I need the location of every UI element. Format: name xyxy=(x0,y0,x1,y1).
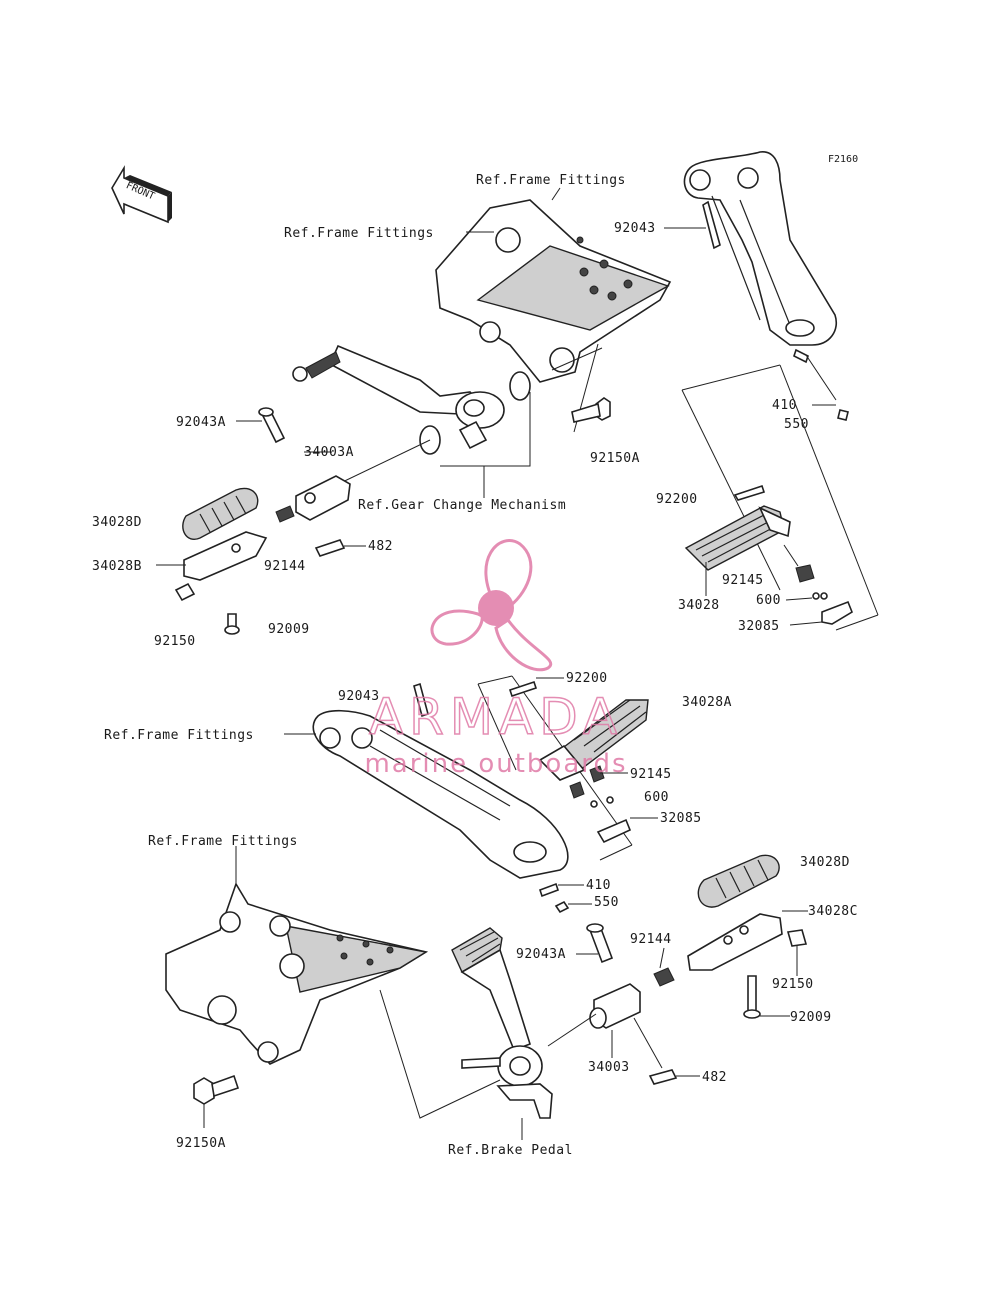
label-ref-frame-mid: Ref.Frame Fittings xyxy=(104,728,254,743)
label-92150-right: 92150 xyxy=(772,977,814,992)
label-34003: 34003 xyxy=(588,1060,630,1075)
right-footpeg-bracket xyxy=(683,151,837,346)
bolt-92150A-bottom xyxy=(193,1074,240,1105)
label-34028C: 34028C xyxy=(808,904,858,919)
label-34003A: 34003A xyxy=(304,445,354,460)
label-482-right: 482 xyxy=(702,1070,727,1085)
bolt-92009-left xyxy=(224,613,240,635)
label-92043-top: 92043 xyxy=(614,221,656,236)
bolt-92150A-top xyxy=(571,397,611,423)
shift-lever xyxy=(292,344,531,455)
bolt-92009-right xyxy=(743,975,761,1019)
label-92009-left: 92009 xyxy=(268,622,310,637)
label-92144-left: 92144 xyxy=(264,559,306,574)
label-34028D-left: 34028D xyxy=(92,515,142,530)
left-footpeg-bracket xyxy=(312,709,569,879)
label-92043-mid: 92043 xyxy=(338,689,380,704)
label-410-mid: 410 xyxy=(586,878,611,893)
watermark-brand: ARMADA xyxy=(369,688,623,746)
label-ref-frame-top: Ref.Frame Fittings xyxy=(476,173,626,188)
label-92145-top: 92145 xyxy=(722,573,764,588)
watermark-tagline: marine outboards xyxy=(364,749,627,779)
label-34028A: 34028A xyxy=(682,695,732,710)
front-arrow-icon: FRONT xyxy=(111,165,172,224)
label-600-mid: 600 xyxy=(644,790,669,805)
brake-pedal xyxy=(451,927,553,1119)
lower-frame-plate xyxy=(165,882,429,1065)
upper-frame-plate xyxy=(435,199,672,383)
armada-watermark: ARMADA marine outboards xyxy=(364,539,627,779)
label-34028B: 34028B xyxy=(92,559,142,574)
footpeg-rubber-34028D-left xyxy=(182,487,259,540)
label-92043A-left: 92043A xyxy=(176,415,226,430)
holder-34003A xyxy=(295,475,351,521)
footpeg-34028C xyxy=(687,913,783,971)
label-34028-top: 34028 xyxy=(678,598,720,613)
label-92200-top: 92200 xyxy=(656,492,698,507)
label-410-top: 410 xyxy=(772,398,797,413)
holder-34003 xyxy=(589,983,641,1029)
label-92200-mid: 92200 xyxy=(566,671,608,686)
label-482-left: 482 xyxy=(368,539,393,554)
label-92150A-bottom: 92150A xyxy=(176,1136,226,1151)
label-550-mid: 550 xyxy=(594,895,619,910)
label-ref-frame-upper: Ref.Frame Fittings xyxy=(284,226,434,241)
label-ref-frame-lower: Ref.Frame Fittings xyxy=(148,834,298,849)
diagram-code: F2160 xyxy=(828,154,858,165)
label-34028D-right: 34028D xyxy=(800,855,850,870)
label-ref-brake: Ref.Brake Pedal xyxy=(448,1143,573,1158)
label-92150A-top: 92150A xyxy=(590,451,640,466)
label-92009-right: 92009 xyxy=(790,1010,832,1025)
label-600-top: 600 xyxy=(756,593,781,608)
label-92145-mid: 92145 xyxy=(630,767,672,782)
label-92043A-right: 92043A xyxy=(516,947,566,962)
footpeg-34028 xyxy=(684,505,791,571)
label-92144-right: 92144 xyxy=(630,932,672,947)
footpeg-34028B xyxy=(174,531,268,602)
footpeg-34028A xyxy=(538,699,649,781)
footpeg-rubber-34028D-right xyxy=(697,854,780,908)
propeller-logo-icon xyxy=(430,539,553,672)
label-32085-top: 32085 xyxy=(738,619,780,634)
label-ref-gear: Ref.Gear Change Mechanism xyxy=(358,498,566,513)
label-32085-mid: 32085 xyxy=(660,811,702,826)
label-92150-left: 92150 xyxy=(154,634,196,649)
